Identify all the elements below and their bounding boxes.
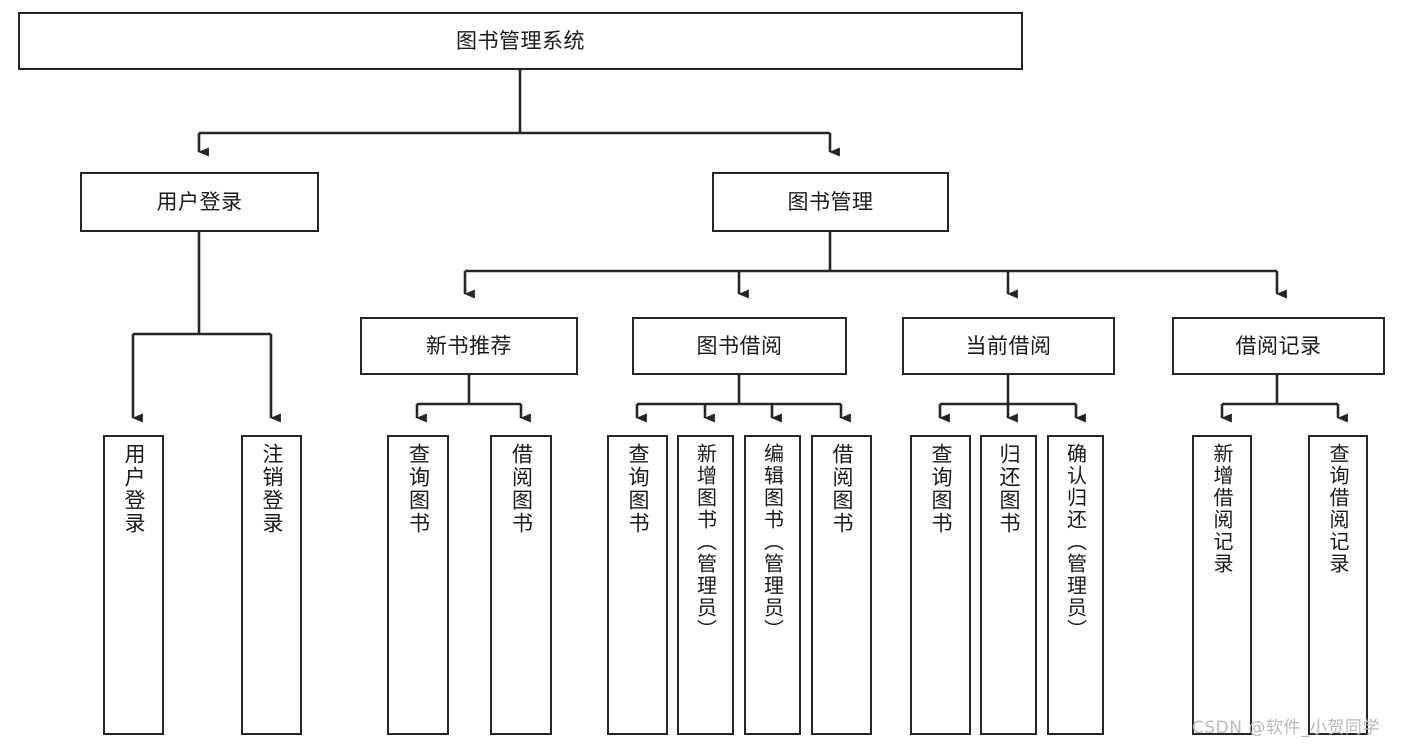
node-leaf-confirm-return[interactable]: 确认归还（管理员） bbox=[1047, 435, 1104, 735]
node-leaf-query-record[interactable]: 查询借阅记录 bbox=[1308, 435, 1368, 735]
node-borrow-record[interactable]: 借阅记录 bbox=[1172, 317, 1385, 375]
node-leaf-borrow-book-1[interactable]: 借阅图书 bbox=[490, 435, 552, 735]
node-leaf-query-book-1[interactable]: 查询图书 bbox=[387, 435, 449, 735]
node-book-borrow[interactable]: 图书借阅 bbox=[632, 317, 847, 375]
node-leaf-query-book-1-label: 查询图书 bbox=[406, 443, 431, 535]
node-leaf-add-record[interactable]: 新增借阅记录 bbox=[1192, 435, 1252, 735]
node-leaf-confirm-return-label: 确认归还（管理员） bbox=[1063, 443, 1088, 641]
node-book-manage[interactable]: 图书管理 bbox=[712, 172, 949, 232]
node-root[interactable]: 图书管理系统 bbox=[18, 12, 1023, 70]
node-leaf-borrow-book-1-label: 借阅图书 bbox=[509, 443, 534, 535]
node-leaf-query-book-3-label: 查询图书 bbox=[929, 443, 953, 535]
node-leaf-user-login[interactable]: 用户登录 bbox=[103, 435, 164, 735]
csdn-watermark: CSDN @软件_小贺同学 bbox=[1192, 718, 1380, 738]
node-leaf-return-book-label: 归还图书 bbox=[997, 443, 1021, 535]
node-leaf-query-book-3[interactable]: 查询图书 bbox=[910, 435, 971, 735]
node-leaf-add-book-label: 新增图书（管理员） bbox=[693, 443, 718, 641]
node-leaf-borrow-book-2[interactable]: 借阅图书 bbox=[811, 435, 872, 735]
node-leaf-query-record-label: 查询借阅记录 bbox=[1326, 443, 1350, 575]
node-leaf-add-book[interactable]: 新增图书（管理员） bbox=[677, 435, 734, 735]
node-borrow-record-label: 借阅记录 bbox=[1235, 333, 1322, 358]
node-new-book-recommend[interactable]: 新书推荐 bbox=[360, 317, 578, 375]
node-leaf-add-record-label: 新增借阅记录 bbox=[1210, 443, 1234, 575]
node-leaf-return-book[interactable]: 归还图书 bbox=[980, 435, 1037, 735]
node-leaf-query-book-2-label: 查询图书 bbox=[626, 443, 650, 535]
node-leaf-borrow-book-2-label: 借阅图书 bbox=[830, 443, 854, 535]
node-leaf-edit-book-label: 编辑图书（管理员） bbox=[760, 443, 785, 641]
node-leaf-edit-book[interactable]: 编辑图书（管理员） bbox=[744, 435, 801, 735]
node-current-borrow[interactable]: 当前借阅 bbox=[902, 317, 1115, 375]
node-leaf-user-logout[interactable]: 注销登录 bbox=[241, 435, 302, 735]
node-root-label: 图书管理系统 bbox=[456, 28, 585, 53]
node-book-borrow-label: 图书借阅 bbox=[696, 333, 783, 358]
node-leaf-user-login-label: 用户登录 bbox=[122, 443, 146, 535]
node-book-manage-label: 图书管理 bbox=[787, 189, 874, 214]
node-leaf-user-logout-label: 注销登录 bbox=[260, 443, 284, 535]
node-user-login[interactable]: 用户登录 bbox=[80, 172, 319, 232]
node-current-borrow-label: 当前借阅 bbox=[965, 333, 1052, 358]
node-new-book-recommend-label: 新书推荐 bbox=[426, 333, 512, 358]
node-user-login-label: 用户登录 bbox=[156, 189, 243, 214]
node-leaf-query-book-2[interactable]: 查询图书 bbox=[607, 435, 668, 735]
